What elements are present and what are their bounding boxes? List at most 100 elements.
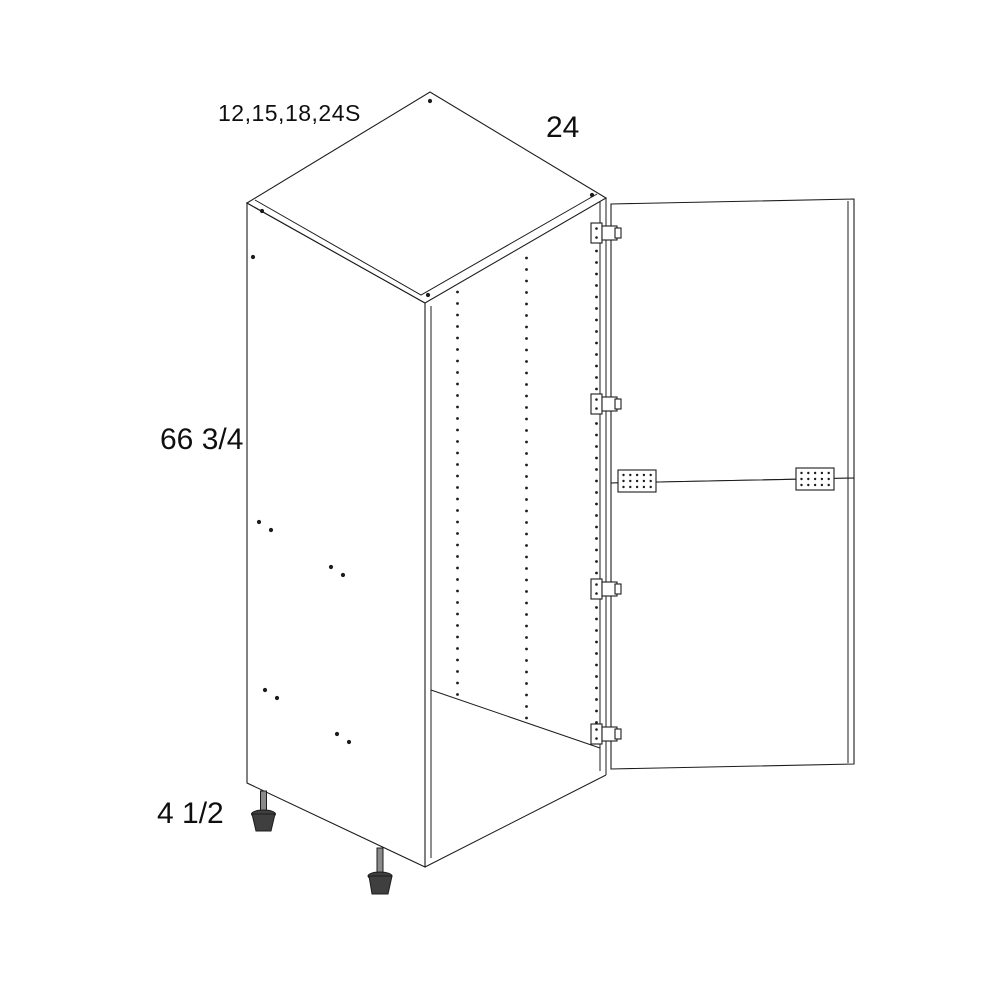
plate-hole	[813, 483, 817, 487]
shelf-pin-hole	[456, 693, 459, 696]
plate-hole	[800, 477, 803, 481]
shelf-pin-hole	[525, 371, 528, 375]
shelf-pin-hole	[456, 612, 459, 616]
shelf-pin-hole	[595, 249, 598, 253]
shelf-pin-hole	[595, 456, 598, 460]
shelf-pin-hole	[525, 647, 528, 651]
shelf-pin-hole	[595, 353, 598, 356]
construction-hole	[256, 519, 262, 525]
shelf-pin-hole	[456, 417, 459, 420]
shelf-pin-hole	[456, 543, 459, 547]
shelf-pin-hole	[456, 325, 459, 328]
hinge-door-plate	[614, 398, 622, 410]
shelf-pin-hole	[595, 468, 598, 471]
shelf-pin-hole	[525, 693, 528, 697]
hinge	[590, 393, 622, 415]
shelf-pin-hole	[456, 566, 459, 570]
shelf-pin-hole	[595, 422, 598, 425]
shelf-pin-hole	[595, 525, 598, 529]
shelf-pin-hole	[595, 433, 598, 437]
shelf-pin-hole	[595, 284, 598, 287]
shelf-pin-hole	[456, 302, 459, 305]
shelf-pin-hole	[525, 325, 528, 329]
shelf-pin-hole	[525, 521, 528, 524]
plate-hole	[649, 485, 652, 489]
plate-hole	[629, 479, 632, 483]
shelf-pin-hole	[456, 681, 459, 685]
label-leg-height: 4 1/2	[157, 797, 224, 830]
shelf-pin-hole	[456, 647, 459, 650]
shelf-pin-hole	[456, 601, 459, 604]
plate-hole	[820, 477, 824, 481]
shelf-pin-hole	[525, 532, 528, 536]
leveling-foot-front	[367, 847, 393, 895]
shelf-pin-hole	[525, 705, 528, 708]
hinge-door-plate	[614, 728, 622, 740]
shelf-pin-hole	[456, 313, 459, 317]
hinge-screw	[595, 728, 598, 731]
plate-hole	[622, 479, 625, 483]
plate-hole	[635, 479, 639, 483]
plate-hole	[820, 471, 824, 475]
hinges	[590, 222, 622, 745]
shelf-pin-hole	[525, 463, 528, 467]
plate-hole	[813, 477, 817, 481]
shelf-pin-hole	[456, 428, 459, 432]
label-height: 66 3/4	[160, 423, 243, 456]
shelf-pin-hole	[595, 537, 598, 540]
shelf-pin-hole	[456, 290, 459, 294]
shelf-pin-hole	[525, 452, 528, 455]
plate-hole	[629, 473, 632, 477]
plate-hole	[642, 485, 646, 489]
construction-hole	[250, 254, 256, 260]
shelf-pin-hole	[595, 721, 598, 724]
top-panel-inner-edge	[254, 193, 598, 296]
construction-hole	[425, 292, 431, 298]
plate-hole	[622, 485, 625, 489]
shelf-pin-hole	[525, 337, 528, 340]
shelf-pin-hole	[525, 314, 528, 317]
shelf-pin-hole	[456, 405, 459, 409]
construction-hole	[346, 739, 352, 745]
hinge-screw	[595, 407, 598, 410]
shelf-pin-hole	[456, 371, 459, 374]
hinge-cup	[590, 578, 603, 600]
shelf-pin-hole	[456, 440, 459, 443]
shelf-pin-hole	[595, 514, 598, 517]
plate-hole	[642, 473, 646, 477]
plate-hole	[813, 471, 817, 475]
shelf-pin-hole	[525, 348, 528, 352]
construction-hole	[262, 687, 268, 693]
shelf-pin-hole	[595, 341, 598, 345]
plate-hole	[827, 483, 830, 487]
shelf-pin-hole	[525, 624, 528, 628]
shelf-pin-hole	[525, 360, 528, 363]
shelf-pin-hole	[595, 272, 598, 276]
shelf-pin-hole	[525, 429, 528, 432]
shelf-pin-hole	[525, 659, 528, 662]
shelf-pin-hole	[525, 279, 528, 283]
shelf-pin-hole	[595, 571, 598, 575]
plate-hole	[635, 473, 639, 477]
shelf-pin-hole	[595, 387, 598, 391]
plate-hole	[800, 483, 803, 487]
shelf-pin-hole	[456, 348, 459, 351]
shelf-pin-hole	[595, 629, 598, 632]
shelf-pin-hole	[525, 486, 528, 490]
construction-hole	[268, 527, 274, 533]
interior-floor-edge	[430, 689, 601, 749]
shelf-pin-hole	[525, 682, 528, 685]
shelf-pin-hole	[595, 698, 598, 701]
shelf-pin-hole-columns	[456, 226, 598, 736]
hinge-cup	[590, 393, 603, 415]
shelf-pin-hole	[456, 589, 459, 593]
shelf-pin-hole	[456, 382, 459, 386]
shelf-pin-hole	[525, 498, 528, 501]
shelf-pin-hole	[525, 590, 528, 593]
upper-door-panel	[610, 198, 855, 484]
shelf-pin-hole	[456, 509, 459, 512]
shelf-pin-hole	[595, 686, 598, 690]
left-side-panel	[246, 202, 426, 868]
hinge-door-plate	[614, 227, 622, 239]
